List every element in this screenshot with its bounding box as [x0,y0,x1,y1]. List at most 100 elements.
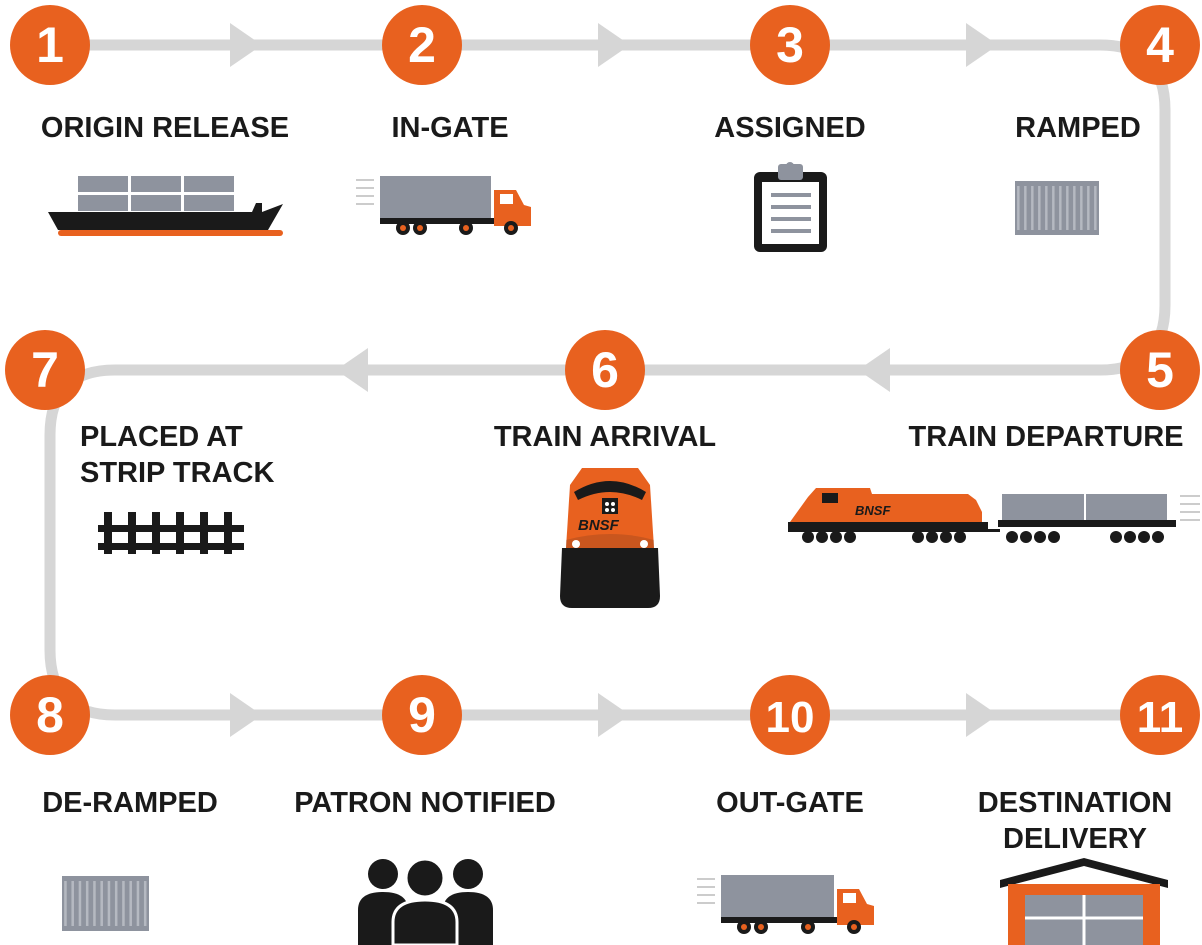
step-number: 10 [766,693,815,742]
arrow-right-icon [230,693,262,737]
wheel [940,531,952,543]
step-label: TRAIN DEPARTURE [909,421,1184,453]
step-badge-circle [10,675,90,755]
wheel [1124,531,1136,543]
wheel [802,531,814,543]
step-badge-5: 5 [1120,330,1200,410]
step-badge-11: 11 [1120,675,1200,755]
arrow-right-icon [598,23,630,67]
step-label: DESTINATION [978,787,1172,819]
container-rib [1031,186,1034,230]
container-rib [114,881,118,926]
step-number: 8 [36,687,64,743]
container-rib [122,881,125,926]
truck-icon [356,176,531,235]
step-number: 1 [36,17,64,73]
wheel [1110,531,1122,543]
wheel [1048,531,1060,543]
warehouse-icon [1000,858,1168,945]
wheel [830,531,842,543]
container-rib [1066,186,1069,230]
arrow-left-icon [858,348,890,392]
container-rib [143,881,147,926]
container-rib [129,881,132,926]
wheel [1006,531,1018,543]
truck-icon [697,875,874,934]
container-rib [1087,186,1090,230]
step-badge-circle [382,5,462,85]
step-number: 11 [1137,693,1184,742]
step-badge-circle [5,330,85,410]
step-badge-circle [750,5,830,85]
train-side-icon: BNSF [788,488,1200,543]
step-badge-7: 7 [5,330,85,410]
ship-icon [48,176,283,236]
step-badge-circle [382,675,462,755]
step-label: PLACED AT [80,421,243,453]
step-number: 2 [408,17,436,73]
container-rib [64,881,67,926]
arrow-right-icon [598,693,630,737]
step-number: 5 [1146,342,1174,398]
wheel [954,531,966,543]
bnsf-logo: BNSF [855,503,891,518]
container-rib [1073,186,1076,230]
step-badge-4: 4 [1120,5,1200,85]
container-rib [1080,186,1083,230]
container-icon [62,876,149,931]
step-badge-circle [565,330,645,410]
step-badge-6: 6 [565,330,645,410]
step-label: OUT-GATE [716,787,864,819]
step-badge-circle [1120,675,1200,755]
rail-track-icon [98,512,244,554]
container-icon [1015,181,1099,235]
container-rib [1094,186,1097,230]
container-rib [1038,186,1041,230]
step-badge-8: 8 [10,675,90,755]
step-badge-9: 9 [382,675,462,755]
step-number: 4 [1146,17,1174,73]
container-rib [1017,186,1020,230]
wheel [1152,531,1164,543]
step-badge-circle [10,5,90,85]
locomotive-front-icon: BNSF [560,468,660,608]
step-badge-3: 3 [750,5,830,85]
container-rib [1024,186,1027,230]
container-rib [136,881,140,926]
clipboard-icon [754,162,827,252]
step-number: 9 [408,687,436,743]
step-label: DELIVERY [1003,823,1147,855]
step-number: 3 [776,17,804,73]
bnsf-logo: BNSF [578,517,620,534]
container-rib [107,881,111,926]
wheel [1020,531,1032,543]
container-rib [1052,186,1055,230]
wheel [1034,531,1046,543]
container-rib [1045,186,1048,230]
wheel [1138,531,1150,543]
container-rib [93,881,96,926]
wheel [912,531,924,543]
people-icon [358,857,493,945]
container-rib [85,881,89,926]
step-label: TRAIN ARRIVAL [494,421,716,453]
step-label: STRIP TRACK [80,457,274,489]
step-number: 7 [31,342,59,398]
step-badge-2: 2 [382,5,462,85]
container-rib [100,881,103,926]
container-rib [78,881,82,926]
arrow-left-icon [336,348,368,392]
step-label: RAMPED [1015,112,1141,144]
container-rib [1059,186,1062,230]
step-badge-circle [1120,330,1200,410]
wheel [816,531,828,543]
step-label: DE-RAMPED [42,787,218,819]
step-badge-circle [750,675,830,755]
step-label: ORIGIN RELEASE [41,112,289,144]
wheel [926,531,938,543]
step-badge-1: 1 [10,5,90,85]
step-label: PATRON NOTIFIED [294,787,556,819]
arrow-right-icon [966,693,998,737]
arrow-right-icon [230,23,262,67]
